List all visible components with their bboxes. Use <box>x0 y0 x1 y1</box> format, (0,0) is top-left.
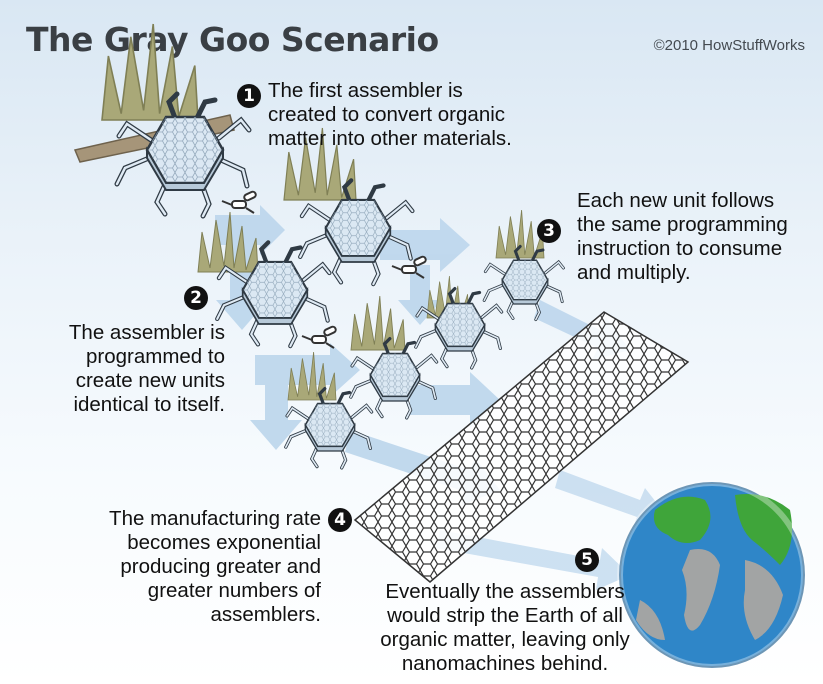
step-5-text: Eventually the assemblers would strip th… <box>380 580 630 675</box>
step-4-text: The manufacturing rate becomes exponenti… <box>109 507 321 626</box>
step-4-number: 4 <box>328 508 352 532</box>
step-3-text: Each new unit follows the same programmi… <box>577 189 788 284</box>
step-3-number: 3 <box>537 219 561 243</box>
step-1-number: 1 <box>237 84 261 108</box>
step-1-text: The first assembler is created to conver… <box>268 79 512 150</box>
copyright-notice: ©2010 HowStuffWorks <box>653 37 805 54</box>
step-5-number: 5 <box>575 548 599 572</box>
step-2-text: The assembler is programmed to create ne… <box>68 321 225 416</box>
earth-globe <box>617 480 807 670</box>
nanomachine-mesh <box>353 311 690 583</box>
page-title: The Gray Goo Scenario <box>26 20 439 59</box>
step-2-number: 2 <box>184 286 208 310</box>
